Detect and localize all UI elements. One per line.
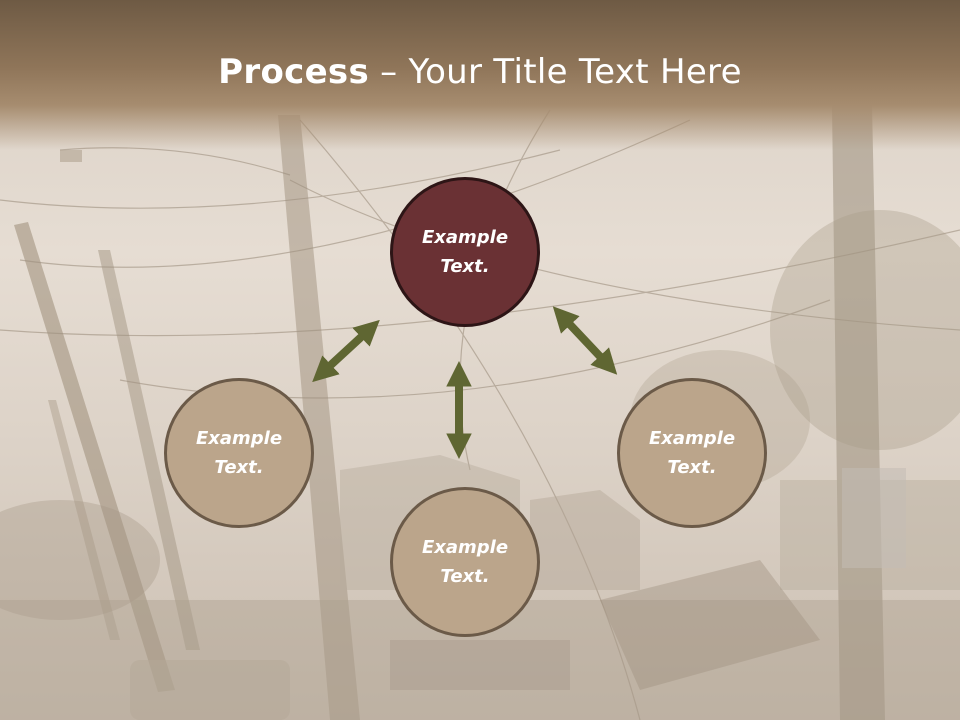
arrow-top-right — [552, 306, 618, 375]
node-top-label: Example Text. — [421, 227, 509, 277]
title-bar — [0, 0, 960, 150]
title-rest: – Your Title Text Here — [369, 52, 742, 92]
node-right[interactable]: Example Text. — [617, 378, 767, 528]
node-bottom[interactable]: Example Text. — [390, 487, 540, 637]
node-left-label: Example Text. — [195, 428, 283, 478]
node-right-label: Example Text. — [648, 428, 736, 478]
node-top[interactable]: Example Text. — [390, 177, 540, 327]
title-bold: Process — [218, 52, 370, 92]
node-left[interactable]: Example Text. — [164, 378, 314, 528]
node-bottom-label: Example Text. — [421, 537, 509, 587]
arrow-top-left — [312, 319, 380, 383]
slide-title: Process – Your Title Text Here — [0, 52, 960, 92]
